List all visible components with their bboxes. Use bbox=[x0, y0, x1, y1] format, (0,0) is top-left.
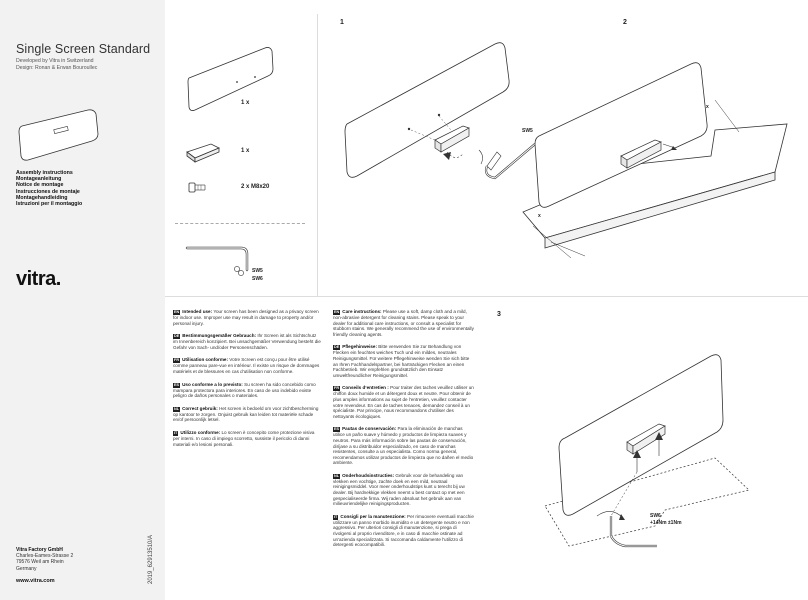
key-sw6-label: SW6 bbox=[252, 276, 263, 282]
company-address: Vitra Factory GmbH Charles-Eames-Strasse… bbox=[16, 547, 73, 572]
clamp-quantity: 1 x bbox=[241, 148, 250, 154]
step-2-dimension-b: x bbox=[538, 213, 541, 219]
assembly-languages: Assembly instructions Montageanleitung N… bbox=[16, 170, 82, 207]
clamp-part-illustration bbox=[186, 143, 220, 163]
assembly-line-en: Assembly instructions bbox=[16, 170, 73, 176]
step-2-number: 2 bbox=[623, 19, 627, 26]
assembly-line-de: Montageanleitung bbox=[16, 176, 62, 183]
allen-key-illustration bbox=[185, 246, 249, 276]
step-3-torque-label: +14Nm ±1Nm bbox=[650, 520, 682, 526]
sidebar: Single Screen Standard Developed by Vitr… bbox=[0, 0, 165, 600]
product-thumbnail bbox=[18, 109, 99, 161]
step-2-illustration bbox=[522, 62, 788, 259]
screw-quantity: 2 x M8x20 bbox=[241, 184, 270, 190]
assembly-line-it: Istruzioni per il montaggio bbox=[16, 201, 83, 208]
parts-divider bbox=[175, 223, 305, 224]
company-street: Charles-Eames-Strasse 2 bbox=[16, 553, 74, 560]
step-1-illustration bbox=[344, 42, 536, 180]
document-number: 2019_62913510/A bbox=[148, 534, 154, 584]
step-3-number: 3 bbox=[497, 311, 501, 318]
developed-note: Developed by Vitra in Switzerland bbox=[16, 58, 94, 64]
step-3-key-label: SW6 bbox=[650, 513, 661, 519]
design-credit: Design: Ronan & Erwan Bouroullec bbox=[16, 65, 98, 71]
company-name: Vitra Factory GmbH bbox=[16, 547, 63, 553]
text-section-divider bbox=[165, 296, 808, 297]
step-3-illustration bbox=[544, 354, 750, 548]
parts-column-divider bbox=[317, 14, 318, 296]
screen-part-illustration bbox=[187, 47, 274, 111]
main-area: 1 x 1 x 2 x M8x20 SW5 SW6 1 2 3 bbox=[165, 0, 808, 600]
step-2-dimension-a: x bbox=[706, 104, 709, 110]
vitra-logo: vitra. bbox=[16, 268, 61, 290]
product-title: Single Screen Standard bbox=[16, 42, 151, 56]
company-city: 79576 Weil am Rhein bbox=[16, 559, 64, 566]
step-1-number: 1 bbox=[340, 19, 344, 26]
screen-quantity: 1 x bbox=[241, 100, 250, 106]
screw-part-illustration bbox=[188, 182, 206, 193]
key-sw5-label: SW5 bbox=[252, 268, 263, 274]
assembly-line-fr: Notice de montage bbox=[16, 182, 64, 189]
website-link[interactable]: www.vitra.com bbox=[16, 578, 55, 584]
assembly-line-es: Instrucciones de montaje bbox=[16, 188, 80, 195]
company-country: Germany bbox=[16, 565, 37, 572]
assembly-line-nl: Montagehandleiding bbox=[16, 194, 68, 201]
step-1-key-label: SW5 bbox=[522, 128, 533, 134]
